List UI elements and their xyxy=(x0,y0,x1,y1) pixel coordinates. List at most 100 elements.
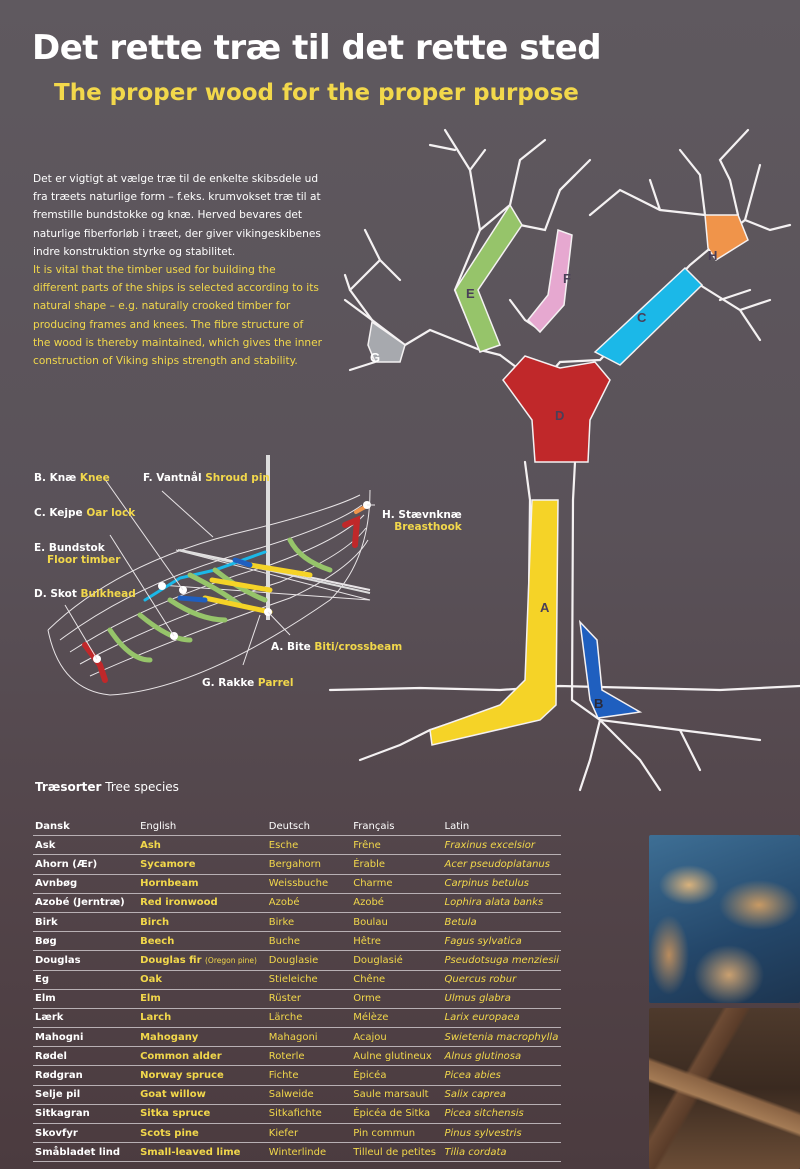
cell-deutsch: Rüster xyxy=(266,989,352,1009)
tree-part-c xyxy=(593,266,704,366)
label-c-da: C. Kejpe xyxy=(34,507,83,519)
cell-text: Birk xyxy=(35,916,58,928)
cell-text: Larch xyxy=(140,1012,172,1024)
label-f-da: F. Vantnål xyxy=(143,472,202,484)
tree-part-f xyxy=(526,228,573,334)
cell-text: Acer pseudoplatanus xyxy=(444,858,550,870)
cell-latin: Betula xyxy=(442,912,561,933)
cell-text: Small-leaved lime xyxy=(140,1146,241,1158)
page-subtitle: The proper wood for the proper purpose xyxy=(54,80,579,106)
cell-text: Birch xyxy=(140,916,170,928)
cell-text: Bøg xyxy=(35,935,57,947)
cell-text: Rüster xyxy=(268,993,302,1005)
photo-ship-interior xyxy=(649,1008,800,1169)
cell-text: Aulne glutineux xyxy=(353,1050,432,1062)
cell-deutsch: Esche xyxy=(266,835,352,856)
cell-text: Stieleiche xyxy=(268,974,318,986)
cell-english: Beech xyxy=(138,931,267,952)
tree-segments xyxy=(367,203,749,746)
cell-text: Ask xyxy=(35,839,56,851)
label-h-en: Breasthook xyxy=(394,521,462,533)
cell-english: Scots pine xyxy=(138,1123,267,1144)
cell-deutsch: Lärche xyxy=(266,1008,352,1029)
cell-text: Sitkafichte xyxy=(268,1108,322,1120)
tree-part-d xyxy=(502,355,611,463)
cell-latin: Carpinus betulus xyxy=(442,874,561,894)
ship-label-d: D. Skot Bulkhead xyxy=(34,588,136,600)
tree-part-b xyxy=(578,619,643,719)
label-g-en: Parrel xyxy=(257,677,294,689)
cell-francais: Charme xyxy=(351,874,443,894)
cell-english: Norway spruce xyxy=(138,1065,267,1086)
cell-francais: Azobé xyxy=(351,893,443,913)
label-h-da: H. Stævnknæ xyxy=(382,509,462,521)
intro-text: Det er vigtigt at vælge træ til de enkel… xyxy=(33,170,323,370)
cell-francais: Pin commun xyxy=(351,1123,443,1144)
tree-part-e xyxy=(454,203,523,353)
ship-label-a: A. Bite Biti/crossbeam xyxy=(271,641,402,653)
cell-text: Weissbuche xyxy=(268,878,329,890)
cell-text: Eg xyxy=(35,974,49,986)
cell-text: Oak xyxy=(140,974,162,986)
page-title: Det rette træ til det rette sted xyxy=(32,28,602,68)
cell-text: Boulau xyxy=(353,916,388,928)
cell-english: Small-leaved lime xyxy=(138,1142,267,1163)
cell-text: Sycamore xyxy=(140,858,196,870)
cell-latin: Quercus robur xyxy=(442,970,561,990)
cell-latin: Acer pseudoplatanus xyxy=(442,854,561,875)
cell-english: Red ironwood xyxy=(138,893,267,913)
cell-text: Pseudotsuga menziesii xyxy=(444,954,560,966)
cell-deutsch: Stieleiche xyxy=(266,970,352,990)
cell-latin: Pseudotsuga menziesii xyxy=(442,950,561,971)
cell-dansk: Eg xyxy=(33,970,139,990)
cell-text: Ash xyxy=(140,839,161,851)
cell-text: Scots pine xyxy=(140,1127,199,1139)
label-a-en: Biti/crossbeam xyxy=(314,641,403,653)
tree-diagram: A B C D E F G H xyxy=(328,128,800,792)
cell-text: Goat willow xyxy=(140,1089,206,1101)
cell-francais: Mélèze xyxy=(351,1008,443,1029)
cell-english: Common alder xyxy=(138,1046,267,1067)
cell-english: Birch xyxy=(138,912,267,933)
cell-text: Roterle xyxy=(268,1050,305,1062)
cell-text: Douglasié xyxy=(353,954,403,966)
cell-english: Larch xyxy=(138,1008,267,1029)
cell-text: Tilia cordata xyxy=(444,1146,507,1158)
cell-deutsch: Douglasie xyxy=(266,950,352,971)
table-header: Dansk English Deutsch Français Latin xyxy=(33,817,561,837)
cell-dansk: Sitkagran xyxy=(33,1104,139,1125)
cell-deutsch: Kiefer xyxy=(266,1123,352,1144)
cell-text: Esche xyxy=(268,839,299,851)
cell-francais: Chêne xyxy=(351,970,443,990)
cell-francais: Épicéa xyxy=(351,1065,443,1086)
cell-dansk: Småbladet lind xyxy=(33,1142,139,1163)
cell-text: Acajou xyxy=(353,1031,387,1043)
cell-deutsch: Buche xyxy=(266,931,352,952)
cell-text: Charme xyxy=(353,878,393,890)
cell-text: Érable xyxy=(353,858,386,870)
cell-dansk: Birk xyxy=(33,912,139,933)
cell-latin: Pinus sylvestris xyxy=(442,1123,561,1144)
cell-text: Frêne xyxy=(353,839,381,851)
ship-markers xyxy=(93,501,371,663)
cell-dansk: Elm xyxy=(33,989,139,1009)
label-d-da: D. Skot xyxy=(34,588,77,600)
cell-deutsch: Azobé xyxy=(266,893,352,913)
cell-dansk: Bøg xyxy=(33,931,139,952)
cell-text: Pinus sylvestris xyxy=(444,1127,522,1139)
cell-latin: Ulmus glabra xyxy=(442,989,561,1009)
cell-text: Picea abies xyxy=(444,1070,501,1082)
cell-text: Red ironwood xyxy=(140,897,218,909)
cell-deutsch: Winterlinde xyxy=(266,1142,352,1163)
cell-text: Lärche xyxy=(268,1012,303,1024)
